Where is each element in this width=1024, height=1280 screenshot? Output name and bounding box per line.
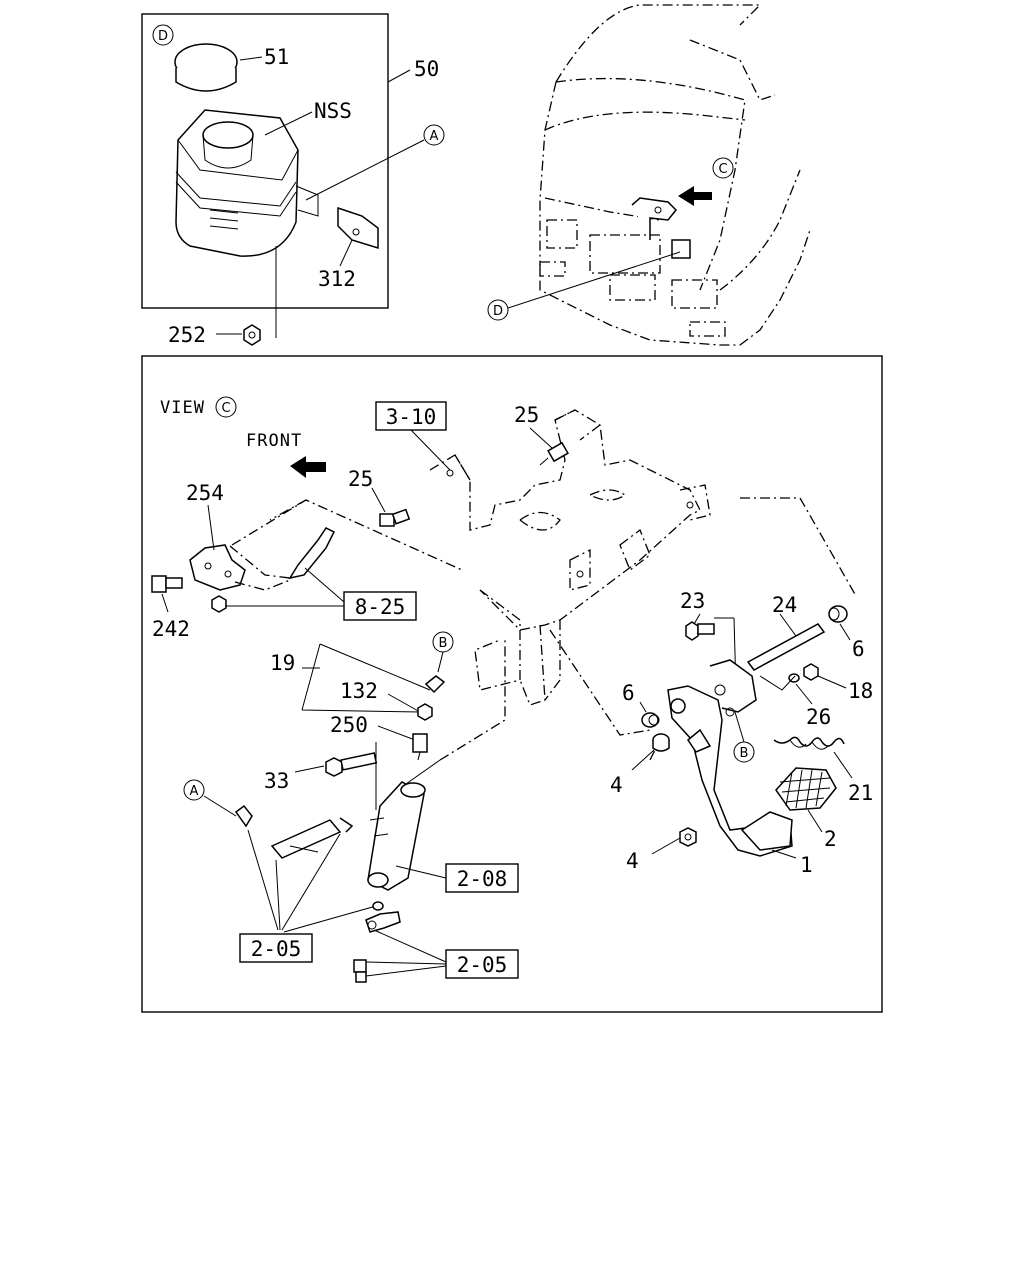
bolt-242 — [151, 575, 183, 593]
front-arrow — [290, 456, 326, 478]
label-21: 21 — [848, 781, 873, 805]
detail-d-frame — [141, 13, 389, 309]
ref-2-08: 2-08 — [457, 867, 508, 891]
ref-b-top: B — [439, 636, 448, 651]
label-51: 51 — [264, 45, 289, 69]
label-19: 19 — [270, 651, 295, 675]
nut-18 — [803, 663, 819, 681]
ref-3-10: 3-10 — [386, 405, 437, 429]
ref-2-05-right: 2-05 — [457, 953, 508, 977]
label-33: 33 — [264, 769, 289, 793]
front-label: FRONT — [246, 431, 302, 451]
pedal-pad — [775, 767, 837, 811]
label-252: 252 — [168, 323, 206, 347]
clutch-master-cylinder — [367, 781, 426, 891]
bushing-6-left — [641, 712, 660, 728]
label-25-right: 25 — [514, 403, 539, 427]
label-6-right: 6 — [852, 637, 865, 661]
view-c-title: VIEW — [160, 398, 205, 418]
label-2: 2 — [824, 827, 837, 851]
stopper-4-upper — [652, 733, 670, 752]
clutch-switch — [211, 527, 336, 613]
label-4-lower: 4 — [626, 849, 639, 873]
bolt-23 — [685, 621, 715, 641]
cab-marker-d: D — [493, 304, 503, 319]
pivot-shaft-24 — [746, 623, 826, 671]
label-23: 23 — [680, 589, 705, 613]
label-24: 24 — [772, 593, 797, 617]
view-c-arrow — [678, 186, 712, 206]
view-c-panel: VIEW C FRONT 3-10 — [141, 355, 883, 1013]
detail-d-marker: D — [158, 29, 168, 44]
label-50: 50 — [414, 57, 439, 81]
view-c-title-marker: C — [221, 401, 230, 416]
ref-box-8-25 — [343, 591, 417, 621]
ref-8-25: 8-25 — [355, 595, 406, 619]
label-4-upper: 4 — [610, 773, 623, 797]
label-242: 242 — [152, 617, 190, 641]
nut-252 — [243, 324, 261, 346]
ref-b-lower: B — [740, 746, 749, 761]
label-18: 18 — [848, 679, 873, 703]
label-132: 132 — [340, 679, 378, 703]
label-254: 254 — [186, 481, 224, 505]
label-312: 312 — [318, 267, 356, 291]
push-rod-clevis — [353, 901, 401, 983]
detail-d-ref-a: A — [430, 129, 439, 144]
label-26: 26 — [806, 705, 831, 729]
label-nss: NSS — [314, 99, 352, 123]
clutch-pedal — [667, 659, 793, 857]
ref-box-2-05-left — [239, 933, 313, 963]
label-1: 1 — [800, 853, 813, 877]
ref-box-2-08 — [445, 863, 519, 893]
label-250: 250 — [330, 713, 368, 737]
ref-box-2-05-right — [445, 949, 519, 979]
reservoir-hose — [234, 804, 354, 859]
bolt-25-left — [379, 508, 411, 527]
label-6-left: 6 — [622, 681, 635, 705]
ref-a: A — [190, 784, 199, 799]
return-spring-21 — [773, 736, 845, 750]
fluid-reservoir — [175, 109, 319, 338]
clip-312 — [337, 206, 379, 250]
switch-bracket-254 — [189, 544, 246, 591]
bolt-25-right — [539, 441, 569, 466]
ref-2-05-left: 2-05 — [251, 937, 302, 961]
label-25-left: 25 — [348, 467, 373, 491]
cab-marker-c: C — [718, 162, 727, 177]
stopper-4-lower — [679, 827, 697, 847]
hose-fitting — [412, 675, 446, 761]
cab-front-view: C D — [487, 4, 811, 346]
detail-d-panel: D 51 50 NSS A — [141, 13, 445, 338]
bushing-6-right — [828, 605, 848, 623]
view-c-frame — [141, 355, 883, 1013]
reservoir-cap — [174, 43, 238, 92]
pedal-bracket — [429, 409, 711, 706]
bolt-33 — [325, 752, 378, 777]
